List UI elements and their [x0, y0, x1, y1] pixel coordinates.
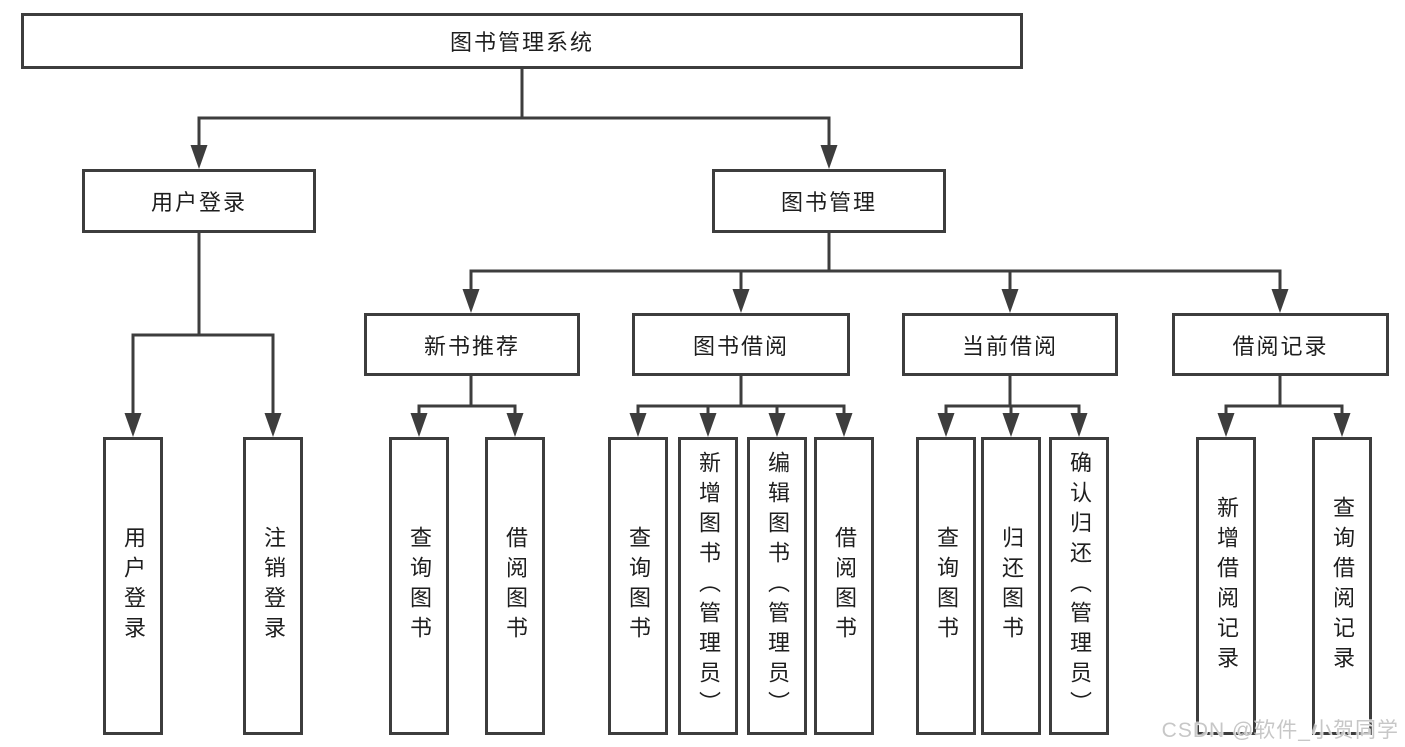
node-label: 确认归还（管理员）	[1067, 451, 1092, 721]
leaf-query-books-recommend: 查询图书	[389, 437, 449, 735]
node-label: 用户登录	[121, 526, 146, 646]
node-label: 注销登录	[261, 526, 286, 646]
node-label: 图书借阅	[692, 333, 789, 359]
arrowhead-icons	[124, 145, 1351, 437]
node-label: 用户登录	[150, 190, 247, 215]
node-label: 新增图书（管理员）	[696, 451, 721, 721]
node-new-book-recommendation: 新书推荐	[364, 313, 580, 376]
node-label: 查询图书	[934, 526, 959, 646]
leaf-confirm-return-admin: 确认归还（管理员）	[1049, 437, 1109, 735]
node-label: 新增借阅记录	[1214, 496, 1239, 676]
leaf-edit-books-admin: 编辑图书（管理员）	[747, 437, 807, 735]
node-book-management: 图书管理	[712, 169, 946, 233]
node-label: 查询借阅记录	[1330, 496, 1355, 676]
node-label: 查询图书	[626, 526, 651, 646]
node-library-management-system: 图书管理系统	[21, 13, 1023, 69]
leaf-query-books-borrow: 查询图书	[608, 437, 668, 735]
node-label: 查询图书	[407, 526, 432, 646]
leaf-user-login: 用户登录	[103, 437, 163, 735]
node-label: 借阅图书	[832, 526, 857, 646]
node-label: 当前借阅	[961, 333, 1058, 359]
node-book-borrowing: 图书借阅	[632, 313, 850, 376]
leaf-borrow-books: 借阅图书	[814, 437, 874, 735]
node-user-login: 用户登录	[82, 169, 316, 233]
node-current-borrowing: 当前借阅	[902, 313, 1118, 376]
leaf-query-books-current: 查询图书	[916, 437, 976, 735]
leaf-query-borrow-record: 查询借阅记录	[1312, 437, 1372, 735]
leaf-add-books-admin: 新增图书（管理员）	[678, 437, 738, 735]
node-label: 借阅图书	[503, 526, 528, 646]
csdn-watermark: CSDN @软件_小贺同学	[1161, 719, 1399, 742]
node-label: 归还图书	[999, 526, 1024, 646]
node-label: 编辑图书（管理员）	[765, 451, 790, 721]
node-label: 借阅记录	[1232, 333, 1329, 359]
leaf-add-borrow-record: 新增借阅记录	[1196, 437, 1256, 735]
node-label: 新书推荐	[423, 333, 520, 359]
leaf-borrow-books-recommend: 借阅图书	[485, 437, 545, 735]
leaf-logout: 注销登录	[243, 437, 303, 735]
node-label: 图书管理系统	[449, 30, 594, 55]
node-borrowing-records: 借阅记录	[1172, 313, 1389, 376]
node-label: 图书管理	[780, 190, 877, 215]
leaf-return-books: 归还图书	[981, 437, 1041, 735]
